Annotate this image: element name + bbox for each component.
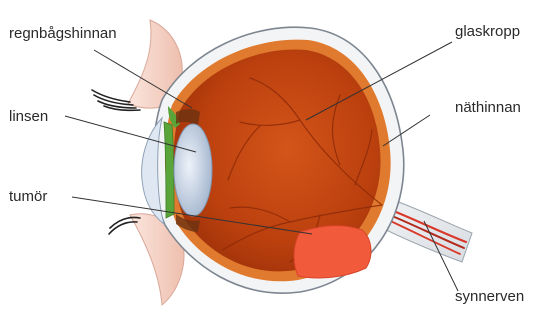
label-retina: näthinnan <box>455 99 521 116</box>
label-lens: linsen <box>9 108 48 125</box>
label-vitreous: glaskropp <box>455 23 520 40</box>
lens <box>174 124 212 216</box>
label-iris: regnbågshinnan <box>9 25 117 42</box>
label-tumor: tumör <box>9 188 47 205</box>
label-optic-nerve: synnerven <box>455 288 524 305</box>
